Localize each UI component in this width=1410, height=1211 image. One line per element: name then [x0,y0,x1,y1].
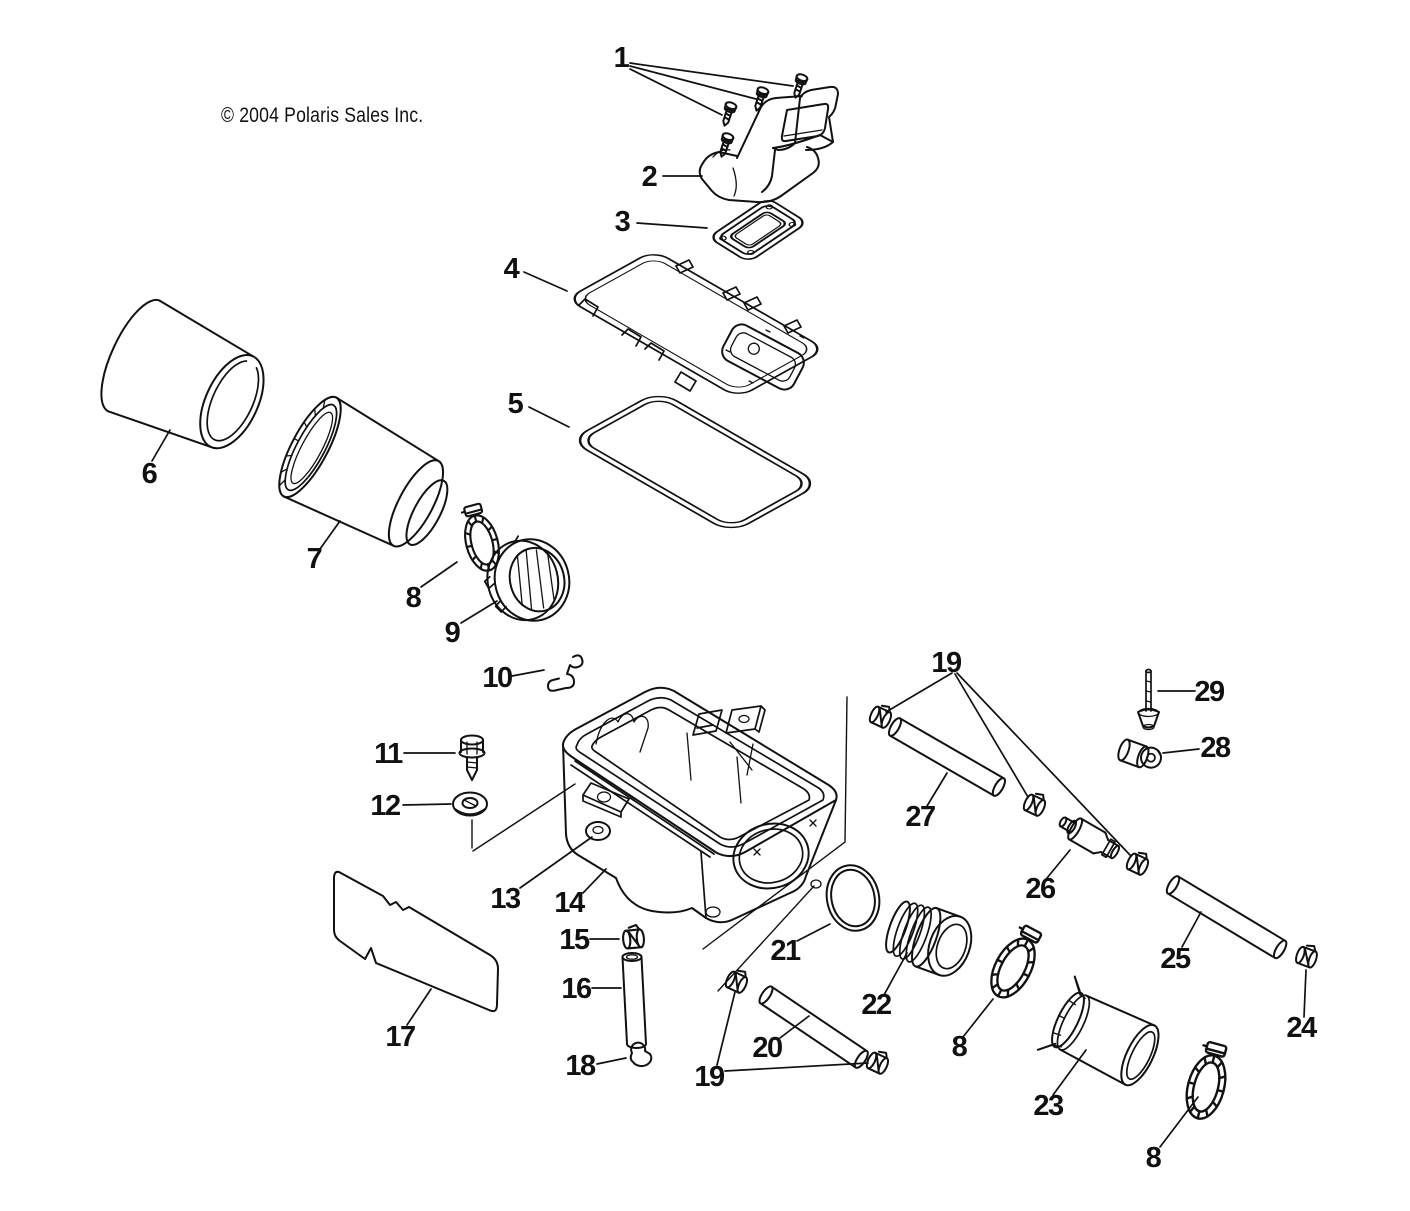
leader-line [523,271,568,292]
flange-bolt [458,734,486,781]
clamp-fitting [1117,738,1162,769]
pinch-clamp-icon [863,1046,893,1077]
callout-20: 20 [752,1032,782,1064]
callout-16: 16 [561,973,592,1005]
filter-element [278,395,449,548]
callout-23: 23 [1033,1090,1064,1122]
vent-hose [1165,875,1288,960]
leader-line [402,803,452,806]
callout-19: 19 [694,1061,725,1093]
leader-line [420,561,458,588]
leader-line [406,988,432,1026]
leader-line [962,998,994,1038]
leader-line [636,222,708,229]
callout-6: 6 [142,458,158,490]
leader-line [1052,1049,1087,1096]
leader-line [885,672,1131,856]
leader-line [528,406,570,428]
o-ring [825,864,881,932]
callout-25: 25 [1160,943,1191,975]
callout-labels: 1 2 3 4 5 6 7 8 9 10 11 12 13 14 15 16 1… [142,42,1319,1174]
leader-line [519,836,593,889]
callout-3: 3 [615,206,631,238]
airbox-cover [573,254,819,394]
leader-line [796,923,831,942]
leader-line [1162,748,1200,754]
callout-22: 22 [861,989,891,1021]
callout-21: 21 [770,935,801,967]
leader-line [582,868,607,894]
leader-line [716,991,869,1072]
callout-15: 15 [559,924,590,956]
leader-line [596,1057,627,1065]
vent-grommet [629,1041,653,1068]
callout-8c: 8 [1146,1142,1162,1174]
copyright-notice: © 2004 Polaris Sales Inc. [221,103,424,127]
callout-5: 5 [508,388,524,420]
leader-lines [151,62,1307,1148]
callout-17: 17 [385,1021,415,1053]
callout-8b: 8 [952,1031,968,1063]
leader-line [779,1015,810,1039]
prefilter-tube [100,298,265,450]
pinch-clamp-icon [1293,940,1322,970]
alignment-line [702,696,848,950]
callout-8: 8 [406,582,422,614]
pinch-clamp-icon [620,923,646,950]
leader-line [319,520,341,550]
callout-28: 28 [1200,732,1231,764]
airbox-body [561,686,838,924]
duct-gasket [712,200,804,260]
washer [452,791,488,817]
callout-29: 29 [1194,676,1225,708]
alignment-line [717,885,815,992]
callout-24: 24 [1286,1012,1317,1044]
callout-26: 26 [1025,873,1056,905]
leader-line [629,62,794,116]
drain-tube [621,952,647,1049]
cover-seal [578,395,812,529]
vent-hose [758,985,869,1069]
callout-12: 12 [370,790,400,822]
pinch-clamp-icon [1123,847,1153,878]
coupling-ring [483,535,571,622]
leader-line [926,772,948,807]
retaining-screw [1137,668,1160,731]
callout-1: 1 [614,42,630,74]
callout-13: 13 [490,883,521,915]
alignment-line [471,783,576,852]
callout-27: 27 [905,801,935,833]
leader-line [511,669,545,677]
foam-seal-panel [333,870,499,1013]
retainer-clip [547,654,584,692]
callout-2: 2 [642,161,657,193]
intake-boot [885,900,973,977]
leader-line [460,600,498,624]
callout-18: 18 [565,1050,596,1082]
intake-duct [698,85,839,204]
callout-4: 4 [504,253,520,285]
callout-10: 10 [482,662,512,694]
callout-9: 9 [445,617,461,649]
callout-14: 14 [554,887,585,919]
outlet-duct [1036,975,1160,1087]
leader-line [1046,849,1071,879]
mounting-screw-icon [715,72,810,160]
leader-line [1303,969,1307,1018]
inline-valve [1058,816,1121,860]
leader-line [151,429,171,462]
callout-19b: 19 [931,647,962,679]
leader-line [883,952,908,996]
vent-hose [887,717,1007,797]
callout-11: 11 [374,738,403,770]
leader-line [1159,1096,1199,1148]
hose-clamp-icon [981,919,1051,1006]
callout-7: 7 [307,543,322,575]
leader-line [1181,911,1202,948]
